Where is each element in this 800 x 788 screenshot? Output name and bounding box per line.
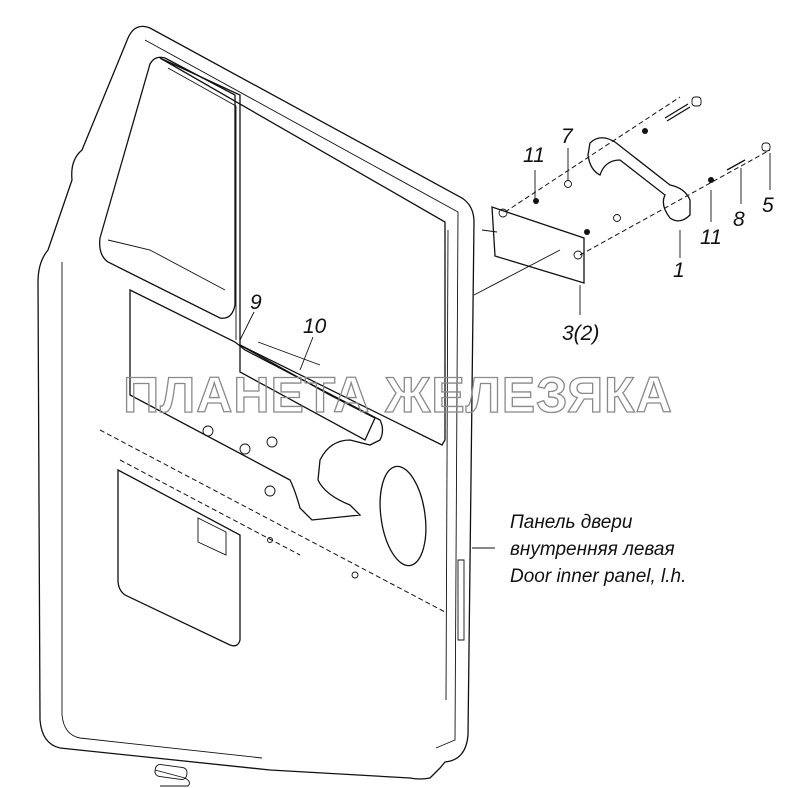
callout-10: 10: [303, 315, 327, 338]
callout-9: 9: [250, 291, 262, 314]
door-panel: [37, 25, 475, 787]
callout-11-left: 11: [523, 144, 545, 167]
callout-11-right: 11: [700, 226, 722, 249]
watermark: ПЛАНЕТА ЖЕЛЕЗЯКА: [123, 367, 673, 423]
caption-line-3: Door inner panel, l.h.: [510, 566, 687, 587]
caption-line-2: внутренняя левая: [510, 539, 675, 560]
callout-7: 7: [561, 125, 574, 148]
callout-5: 5: [762, 194, 774, 217]
callout-1: 1: [673, 259, 685, 282]
callout-3: 3(2): [562, 322, 599, 345]
callout-8: 8: [733, 208, 745, 231]
caption-line-1: Панель двери: [510, 512, 633, 533]
handle-assembly: [239, 96, 771, 549]
